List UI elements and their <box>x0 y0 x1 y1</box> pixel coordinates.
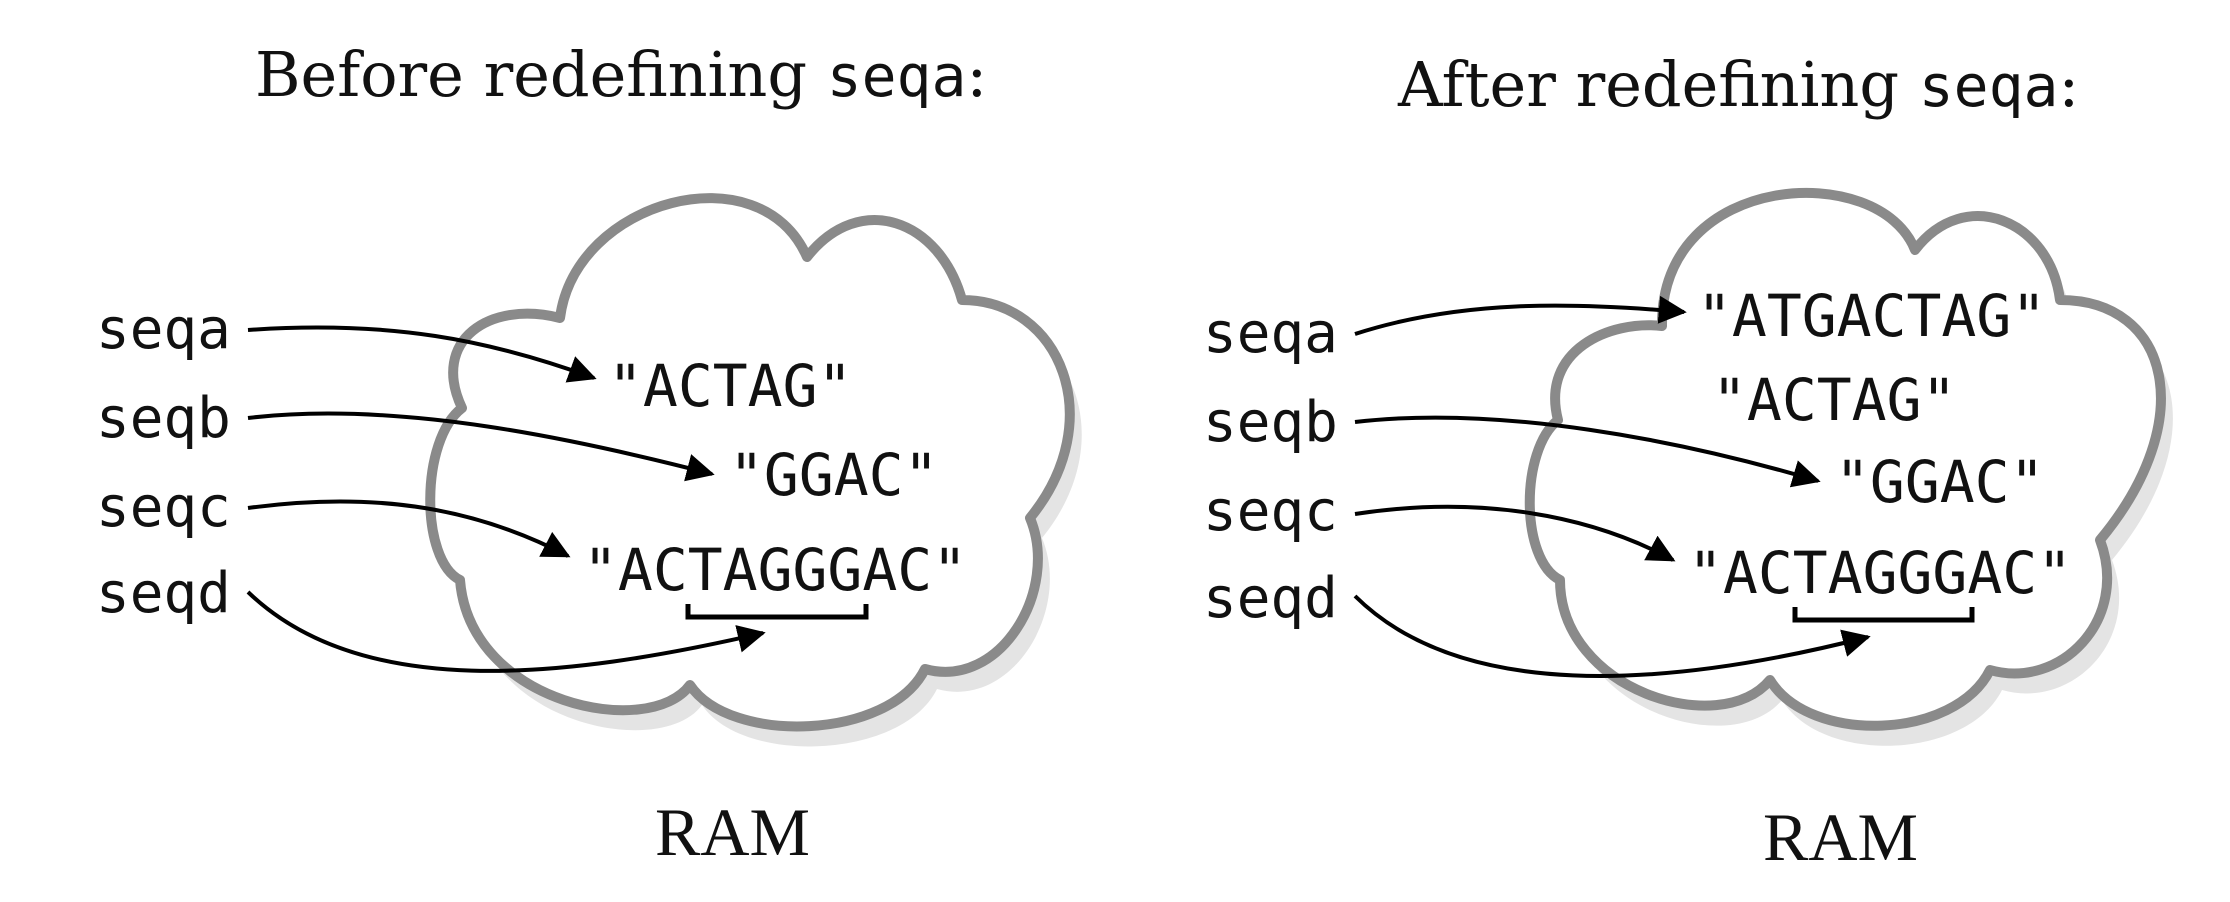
after-arrow-seqa <box>1354 295 1687 336</box>
before-string-actag: "ACTAG" <box>608 352 852 420</box>
after-arrow-seqc <box>1354 504 1676 562</box>
before-ram-label: RAM <box>655 794 810 870</box>
before-var-seqb: seqb <box>96 386 231 451</box>
before-title-colon: : <box>966 38 987 111</box>
after-title-code: seqa <box>1919 52 2059 120</box>
after-string-actag: "ACTAG" <box>1712 366 1956 434</box>
after-title-colon: : <box>2058 48 2079 121</box>
before-string-actagggac: "ACTAGGGAC" <box>583 536 967 604</box>
after-string-actagggac: "ACTAGGGAC" <box>1688 539 2072 607</box>
after-title: After redefining seqa: <box>1397 48 2079 121</box>
before-var-seqd: seqd <box>96 561 231 626</box>
after-panel: After redefining seqa: seqa seqb seqc se… <box>1203 48 2173 875</box>
before-arrow-seqd <box>246 590 766 673</box>
after-var-seqd: seqd <box>1203 566 1338 631</box>
before-title: Before redefining seqa: <box>255 38 987 111</box>
before-string-ggac: "GGAC" <box>729 441 939 509</box>
after-string-atgactag: "ATGACTAG" <box>1697 282 2046 350</box>
before-title-code: seqa <box>827 42 967 110</box>
before-arrow-seqa <box>247 325 597 383</box>
before-title-text: Before redefining <box>255 38 827 111</box>
after-var-seqb: seqb <box>1203 390 1338 455</box>
before-var-seqa: seqa <box>96 297 231 362</box>
before-substring-bracket <box>685 604 869 620</box>
before-arrow-seqb <box>247 411 715 482</box>
after-arrow-seqb <box>1354 415 1821 488</box>
after-ram-label: RAM <box>1763 799 1918 875</box>
before-panel: Before redefining seqa: seqa seqb seqc s… <box>96 38 1082 870</box>
after-arrow-seqd <box>1353 594 1871 678</box>
after-var-seqa: seqa <box>1203 301 1338 366</box>
before-var-seqc: seqc <box>96 475 231 540</box>
after-title-text: After redefining <box>1397 48 1919 121</box>
before-ram-cloud <box>425 193 1082 747</box>
before-arrow-seqc <box>247 499 571 558</box>
after-var-seqc: seqc <box>1203 479 1338 544</box>
after-substring-bracket <box>1792 607 1975 623</box>
after-string-ggac: "GGAC" <box>1835 448 2045 516</box>
